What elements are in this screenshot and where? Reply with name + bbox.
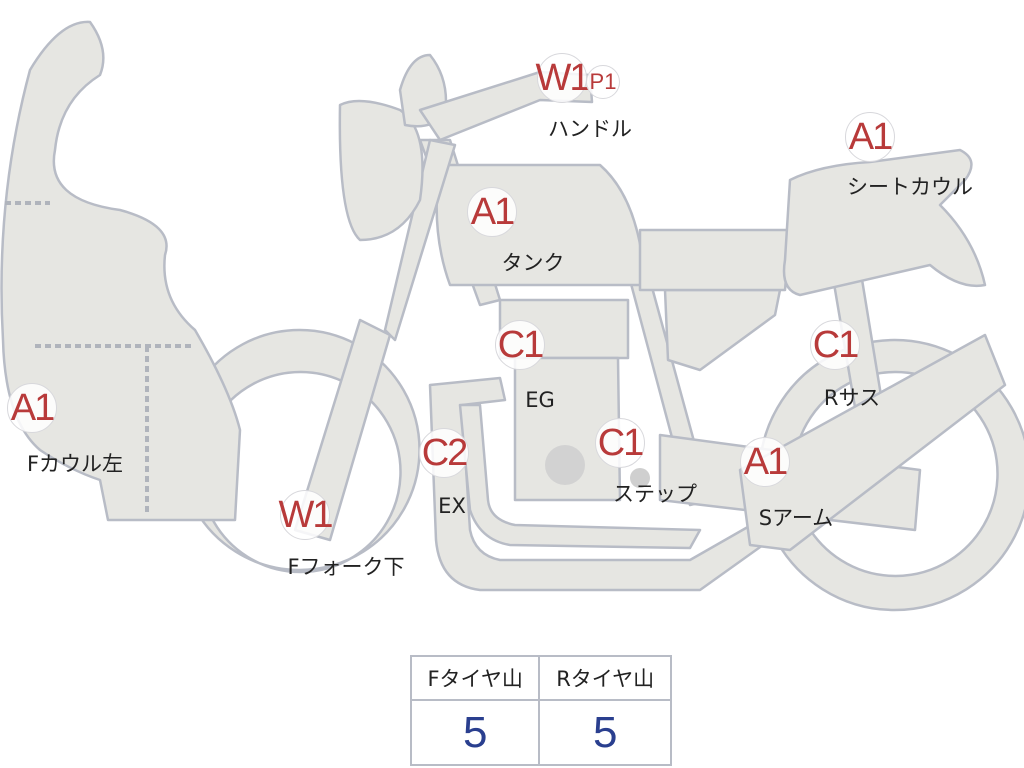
rear-suspension-label: Rサス: [823, 386, 881, 410]
front-fork-lower-code: W1: [279, 490, 334, 540]
handle-code-w1: W1: [536, 53, 591, 103]
exhaust-code: C2: [419, 428, 469, 478]
rear-suspension-code: C1: [810, 320, 860, 370]
step-label: ステップ: [613, 482, 697, 506]
front-cowl-left-code: A1: [7, 383, 57, 433]
seat-cowl: [782, 148, 987, 297]
rear-tire-header: Rタイヤ山: [538, 655, 672, 701]
exhaust-label: EX: [438, 494, 466, 518]
handle-code-p1: P1: [586, 65, 620, 99]
exhaust-pipe: [428, 376, 772, 592]
front-tire-header: Fタイヤ山: [409, 655, 541, 701]
swing-arm-label: Sアーム: [758, 506, 834, 530]
step-code: C1: [595, 418, 645, 468]
front-cowl-left-label: Fカウル左: [26, 452, 124, 476]
tire-tread-table: Fタイヤ山 Rタイヤ山 5 5: [409, 655, 672, 766]
swing-arm: [738, 333, 1007, 552]
front-fork-lower-label: Fフォーク下: [287, 555, 405, 579]
swing-arm-code: A1: [740, 437, 790, 487]
tank-label: タンク: [501, 251, 565, 275]
seat-cowl-code: A1: [845, 112, 895, 162]
front-fork: [293, 318, 392, 542]
rear-tire-value: 5: [538, 699, 672, 766]
handle-label: ハンドル: [548, 117, 632, 141]
engine-label: EG: [525, 388, 555, 412]
engine-code: C1: [495, 320, 545, 370]
rear-wheel: [758, 338, 1024, 612]
front-cowl: [0, 20, 242, 522]
seat-cowl-label: シートカウル: [847, 175, 973, 199]
front-tire-value: 5: [409, 699, 541, 766]
tank-code: A1: [467, 187, 517, 237]
